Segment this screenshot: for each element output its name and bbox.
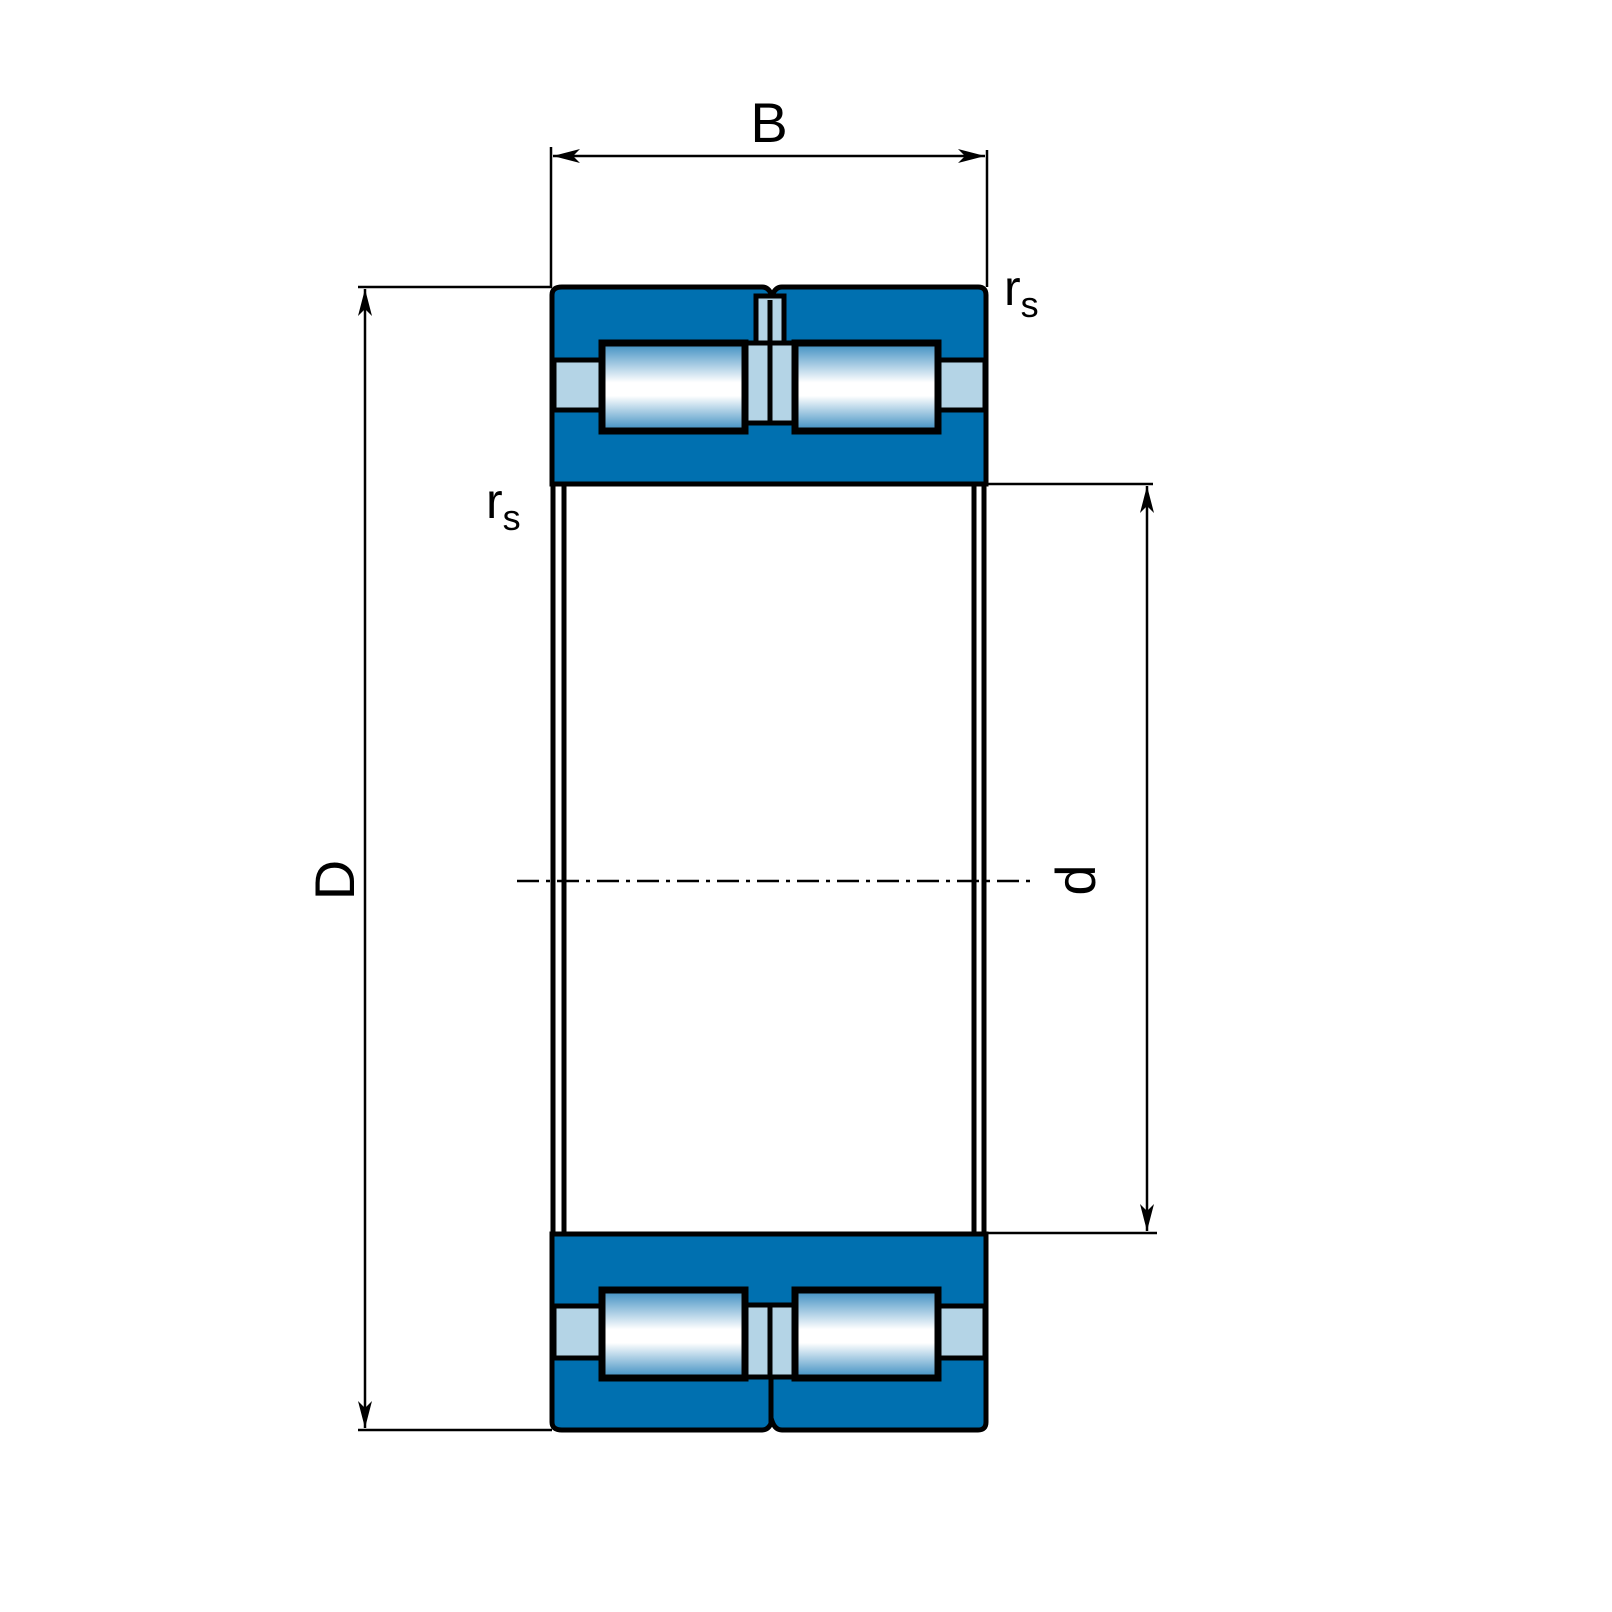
label-rs-left: rs (486, 473, 521, 538)
bottom-section (549, 1231, 989, 1433)
roller-right (791, 1286, 942, 1382)
rs-s: s (1021, 284, 1039, 325)
dimension-lines (358, 147, 1157, 1432)
rs-s: s (503, 497, 521, 538)
cage-left (551, 357, 607, 413)
roller-right (791, 339, 942, 435)
label-d-bore: d (1044, 864, 1107, 895)
rs-r: r (486, 473, 503, 529)
label-b: B (750, 91, 787, 154)
cage-left (551, 1303, 607, 1361)
roller-left (598, 339, 749, 435)
label-d-outer: D (303, 860, 366, 900)
inner-ring-bore (550, 484, 987, 1234)
top-section (549, 284, 989, 487)
label-rs-top: rs (1004, 260, 1039, 325)
rs-r: r (1004, 260, 1021, 316)
cage-right (932, 357, 988, 413)
roller-left (598, 1286, 749, 1382)
cage-right (932, 1303, 988, 1361)
